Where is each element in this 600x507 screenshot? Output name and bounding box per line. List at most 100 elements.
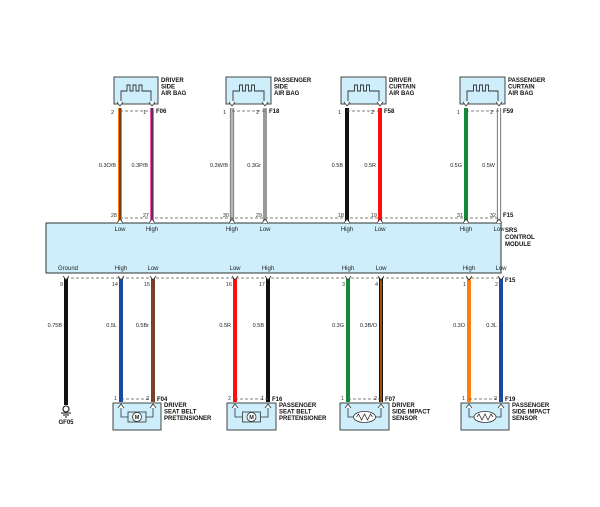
motor-symbol: M [135, 415, 140, 421]
module-signal-label: Low [374, 227, 386, 233]
module-pin-number: 28 [111, 213, 117, 219]
component-name-line: PRETENSIONER [279, 416, 327, 422]
module-pin-number: 29 [256, 213, 262, 219]
module-signal-label: High [115, 266, 127, 272]
terminal-marker [228, 218, 236, 224]
terminal-marker [377, 275, 385, 281]
module-signal-label: High [460, 227, 472, 233]
terminal-marker [343, 218, 351, 224]
component-name-line: DRIVER [389, 78, 412, 84]
component-lead [146, 405, 154, 418]
component-name-line: SIDE [161, 85, 175, 91]
connector-id: F18 [269, 109, 280, 115]
terminal-marker [264, 275, 272, 281]
component-pin-number: 1 [143, 110, 146, 116]
connector-id: F07 [385, 397, 396, 403]
terminal-marker [261, 218, 269, 224]
airbag-squib-icon [466, 84, 499, 101]
ground-label: GF05 [58, 420, 74, 426]
component-name-line: SENSOR [512, 416, 538, 422]
component-name-line: PASSENGER [512, 403, 550, 409]
component-lead [120, 405, 128, 418]
motor-icon [132, 412, 142, 422]
component-pin-number: 1 [261, 396, 264, 402]
module-signal-label: Low [229, 266, 241, 272]
component-name-line: DRIVER [164, 403, 187, 409]
wire-05w [496, 108, 502, 222]
component-pin-number: 2 [228, 396, 231, 402]
wire-spec-label: 0.5Br [136, 323, 149, 329]
component-name-line: SIDE IMPACT [392, 410, 431, 416]
terminal-marker [497, 403, 505, 409]
wire-spec-label: 0.5R [364, 163, 376, 169]
terminal-marker [231, 403, 239, 409]
terminal-marker [117, 275, 125, 281]
terminal-marker [148, 101, 156, 107]
connector-id: F59 [503, 109, 514, 115]
module-pin-number: 15 [144, 282, 150, 288]
terminal-marker [497, 275, 505, 281]
module-pin-number: 19 [371, 213, 377, 219]
component-name-line: SEAT BELT [279, 410, 312, 416]
component-pin-number: 1 [338, 110, 341, 116]
component-pin-number: 1 [341, 396, 344, 402]
terminal-marker [495, 218, 503, 224]
component-pin-number: 1 [457, 110, 460, 116]
module-bottom-connector-id: F15 [505, 278, 516, 284]
module-signal-label: Low [259, 227, 271, 233]
component-name-line: AIR BAG [389, 91, 415, 97]
component-lead [347, 405, 356, 418]
wire-spec-label: 0.3W/B [210, 163, 228, 169]
module-pin-number: 14 [112, 282, 118, 288]
component-name-line: PRETENSIONER [164, 416, 212, 422]
module-pin-number: 9 [60, 282, 63, 288]
module-signal-label: High [226, 227, 238, 233]
terminal-marker [376, 101, 384, 107]
terminal-marker [344, 403, 352, 409]
module-signal-label: High [341, 227, 353, 233]
module-signal-label: Low [375, 266, 387, 272]
connector-id: F06 [156, 109, 167, 115]
component-pin-number: 2 [374, 396, 377, 402]
component-name-line: PASSENGER [279, 403, 317, 409]
module-pin-number: 2 [495, 282, 498, 288]
module-signal-label: Low [114, 227, 126, 233]
terminal-marker [62, 275, 70, 281]
component-lead [373, 405, 382, 418]
connector-id: F16 [272, 397, 283, 403]
component-name-line: AIR BAG [161, 91, 187, 97]
component-pin-number: 1 [114, 396, 117, 402]
module-signal-label: Low [495, 266, 507, 272]
module-pin-number: 30 [223, 213, 229, 219]
module-pin-number: 27 [143, 213, 149, 219]
terminal-marker [465, 275, 473, 281]
component-lead [260, 405, 269, 418]
module-name-line-2: CONTROL [505, 235, 535, 241]
terminal-marker [117, 403, 125, 409]
terminal-marker [462, 218, 470, 224]
connector-id: F19 [505, 397, 516, 403]
module-pin-number: 31 [457, 213, 463, 219]
ground-terminal-icon [62, 405, 70, 413]
terminal-marker [264, 403, 272, 409]
wire-spec-label: 0.5B [253, 323, 265, 329]
module-pin-number: 4 [375, 282, 378, 288]
wires-layer [64, 108, 503, 405]
terminal-marker [116, 101, 124, 107]
terminal-marker [148, 218, 156, 224]
module-signal-label: Low [147, 266, 159, 272]
terminal-marker [228, 101, 236, 107]
airbag-squib-icon [347, 84, 380, 101]
module-pin-number: 18 [338, 213, 344, 219]
component-name-line: SEAT BELT [164, 410, 197, 416]
module-name-line-3: MODULE [505, 242, 531, 248]
airbag-squib-icon [120, 84, 152, 101]
wire-spec-label: 0.5W [482, 163, 496, 169]
component-pin-number: 2 [256, 110, 259, 116]
wire-spec-label: 0.5R [219, 323, 231, 329]
